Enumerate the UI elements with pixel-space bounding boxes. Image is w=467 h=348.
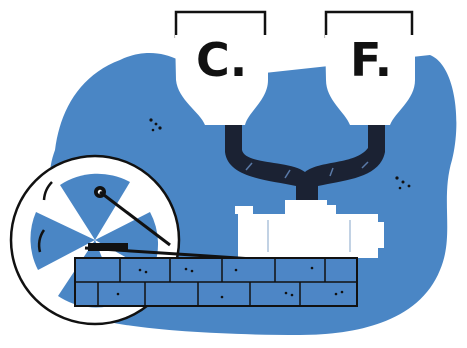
hopper-c-label: C.: [196, 33, 247, 87]
machine-lines: [267, 220, 351, 252]
brick-wall: [74, 257, 358, 307]
speckles: [149, 118, 411, 190]
connecting-rod: [99, 190, 171, 247]
hopper-f-label: F.: [350, 33, 392, 87]
pipe-highlights: [245, 161, 369, 179]
flywheel-arcs: [37, 181, 53, 253]
hopper-f: [325, 35, 415, 125]
hopper-c: [175, 35, 268, 125]
feed-pipes: [225, 125, 385, 205]
machine-body: [235, 200, 384, 258]
hopper-brackets: [174, 10, 414, 38]
crosshead: [88, 243, 128, 251]
